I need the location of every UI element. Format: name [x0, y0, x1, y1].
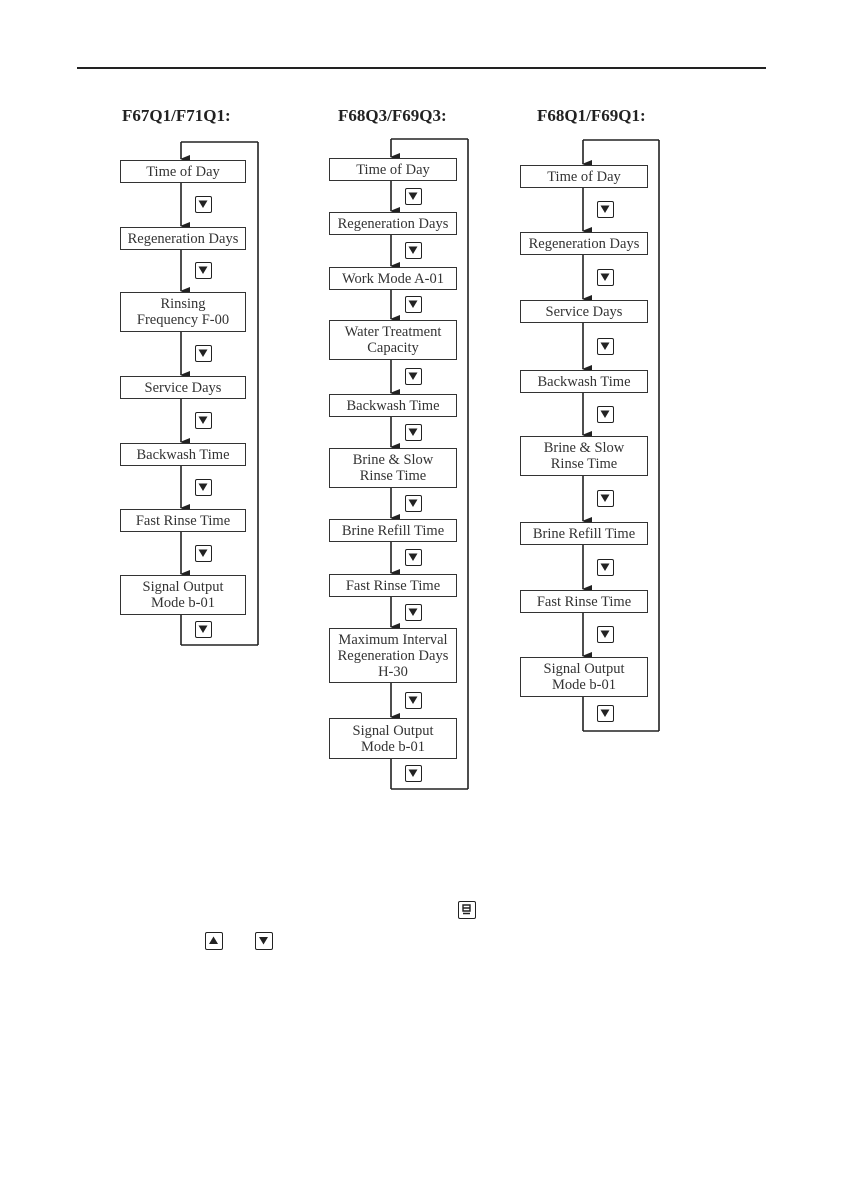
down-button-icon [405, 368, 422, 385]
down-button-icon [597, 201, 614, 218]
step-backwash-time: Backwash Time [120, 443, 246, 466]
step-signal-output-mode: Signal Output Mode b-01 [120, 575, 246, 615]
down-button-icon [405, 495, 422, 512]
header-rule [77, 67, 766, 69]
down-button-icon [195, 412, 212, 429]
step-service-days: Service Days [120, 376, 246, 399]
step-backwash-time: Backwash Time [329, 394, 457, 417]
step-time-of-day: Time of Day [329, 158, 457, 181]
step-time-of-day: Time of Day [120, 160, 246, 183]
step-brine-refill-time: Brine Refill Time [329, 519, 457, 542]
step-maximum-interval-regeneration-days: Maximum Interval Regeneration Days H-30 [329, 628, 457, 683]
down-button-icon [405, 296, 422, 313]
down-button-icon [195, 345, 212, 362]
step-backwash-time: Backwash Time [520, 370, 648, 393]
column-title-f67q1: F67Q1/F71Q1: [122, 106, 231, 125]
step-fast-rinse-time: Fast Rinse Time [520, 590, 648, 613]
down-button-icon [597, 269, 614, 286]
down-button-icon [597, 705, 614, 722]
step-brine-refill-time: Brine Refill Time [520, 522, 648, 545]
step-fast-rinse-time: Fast Rinse Time [120, 509, 246, 532]
down-button-icon [195, 196, 212, 213]
down-button-icon [597, 626, 614, 643]
column-title-f68q3: F68Q3/F69Q3: [338, 106, 447, 125]
down-button-icon [597, 338, 614, 355]
down-button-icon [195, 621, 212, 638]
step-brine-slow-rinse-time: Brine & Slow Rinse Time [329, 448, 457, 488]
down-button-icon [597, 490, 614, 507]
down-button-icon [405, 765, 422, 782]
step-regeneration-days: Regeneration Days [120, 227, 246, 250]
step-signal-output-mode: Signal Output Mode b-01 [520, 657, 648, 697]
down-button-icon [195, 545, 212, 562]
step-time-of-day: Time of Day [520, 165, 648, 188]
down-button-icon [405, 549, 422, 566]
set-button-icon [458, 901, 476, 919]
step-fast-rinse-time: Fast Rinse Time [329, 574, 457, 597]
step-regeneration-days: Regeneration Days [520, 232, 648, 255]
down-button-icon [597, 406, 614, 423]
down-button-icon [195, 479, 212, 496]
down-button-icon [597, 559, 614, 576]
step-brine-slow-rinse-time: Brine & Slow Rinse Time [520, 436, 648, 476]
down-button-icon [255, 932, 273, 950]
step-service-days: Service Days [520, 300, 648, 323]
step-work-mode: Work Mode A-01 [329, 267, 457, 290]
down-button-icon [405, 188, 422, 205]
down-button-icon [405, 604, 422, 621]
down-button-icon [195, 262, 212, 279]
column-title-f68q1: F68Q1/F69Q1: [537, 106, 646, 125]
down-button-icon [405, 424, 422, 441]
down-button-icon [405, 692, 422, 709]
down-button-icon [405, 242, 422, 259]
step-rinsing-frequency: Rinsing Frequency F-00 [120, 292, 246, 332]
step-regeneration-days: Regeneration Days [329, 212, 457, 235]
up-button-icon [205, 932, 223, 950]
step-water-treatment-capacity: Water Treatment Capacity [329, 320, 457, 360]
step-signal-output-mode: Signal Output Mode b-01 [329, 718, 457, 759]
